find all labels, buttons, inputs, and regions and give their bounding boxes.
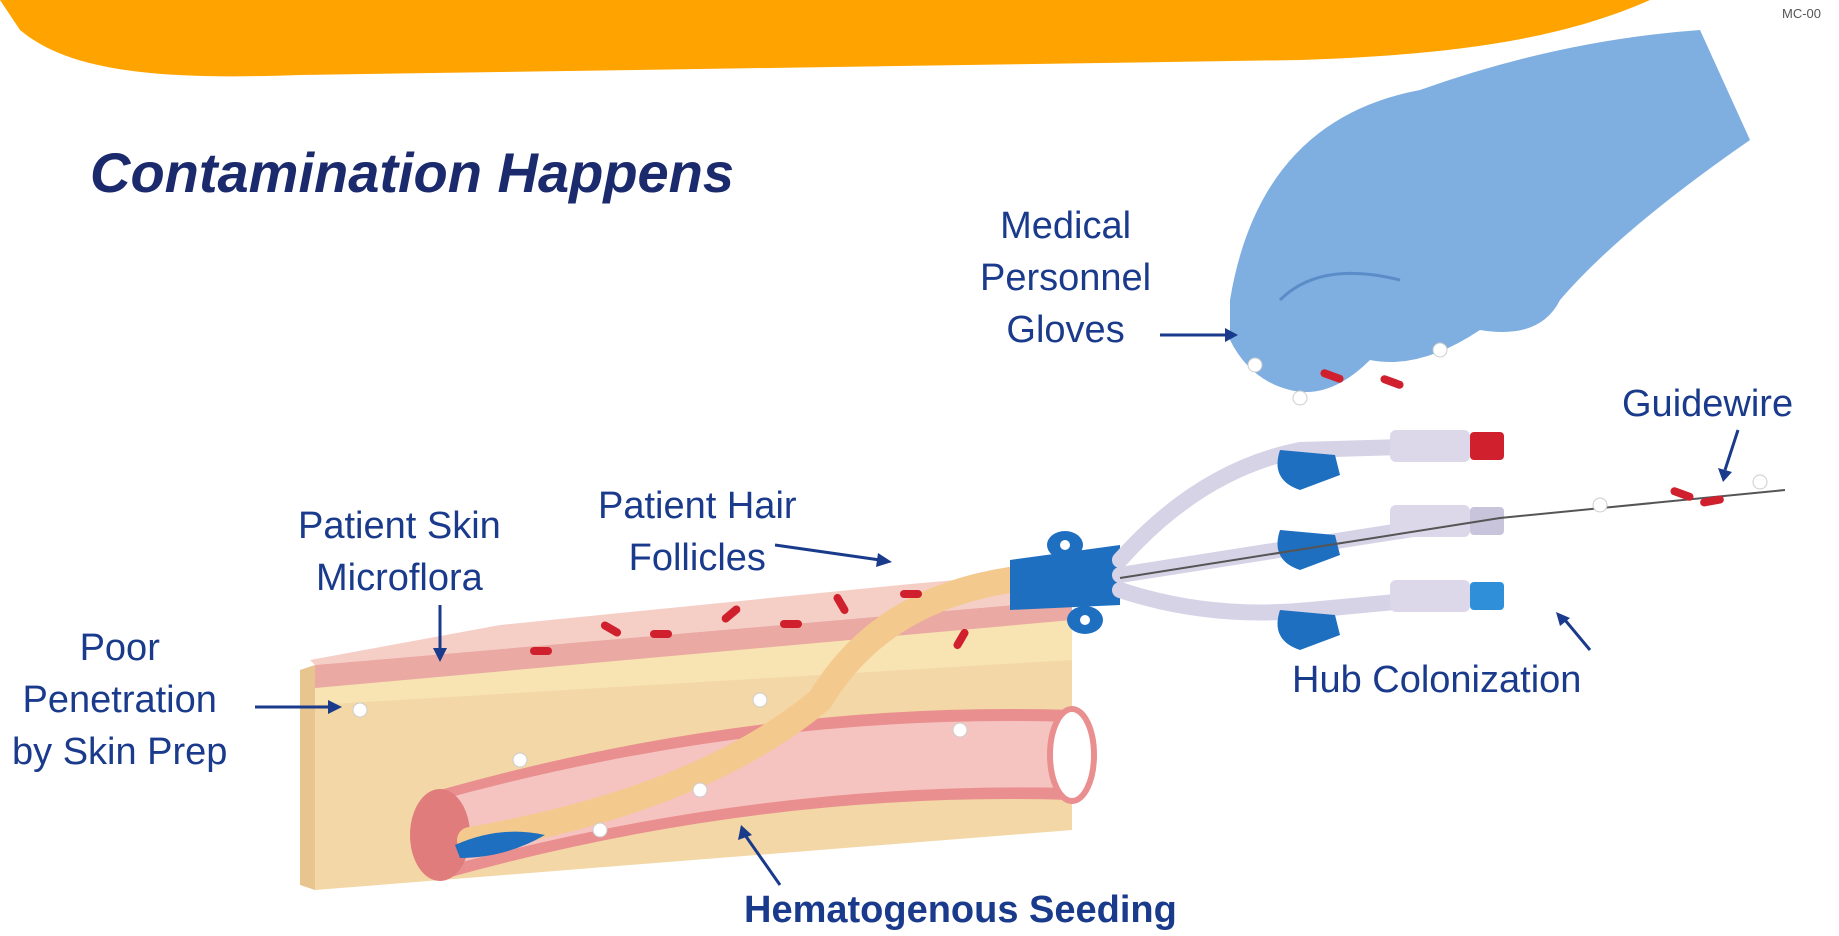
tissue-block [300, 575, 1094, 890]
gloves-label-line-3: Gloves [980, 304, 1151, 356]
gloves-label-line-2: Personnel [980, 252, 1151, 304]
orange-banner [0, 0, 1650, 76]
clamps [1278, 450, 1341, 650]
gloves-label: Medical Personnel Gloves [980, 200, 1151, 356]
hair-label-line-2: Follicles [598, 532, 797, 584]
prep-label-line-3: by Skin Prep [12, 726, 227, 778]
hair-label: Patient Hair Follicles [598, 480, 797, 584]
glove [1230, 30, 1750, 392]
prep-label-line-1: Poor [12, 622, 227, 674]
document-code: MC-00 [1782, 6, 1821, 21]
seeding-label: Hematogenous Seeding [744, 884, 1177, 936]
skin-label-line-2: Microflora [298, 552, 501, 604]
page-title: Contamination Happens [90, 140, 734, 205]
skin-label-line-1: Patient Skin [298, 500, 501, 552]
prep-label: Poor Penetration by Skin Prep [12, 622, 227, 778]
guidewire-arrow [1725, 430, 1738, 470]
prep-label-line-2: Penetration [12, 674, 227, 726]
hub-label: Hub Colonization [1292, 654, 1581, 706]
guidewire-label: Guidewire [1622, 378, 1793, 430]
hair-label-line-1: Patient Hair [598, 480, 797, 532]
hub-arrow [1565, 620, 1590, 650]
skin-label: Patient Skin Microflora [298, 500, 501, 604]
gloves-label-line-1: Medical [980, 200, 1151, 252]
